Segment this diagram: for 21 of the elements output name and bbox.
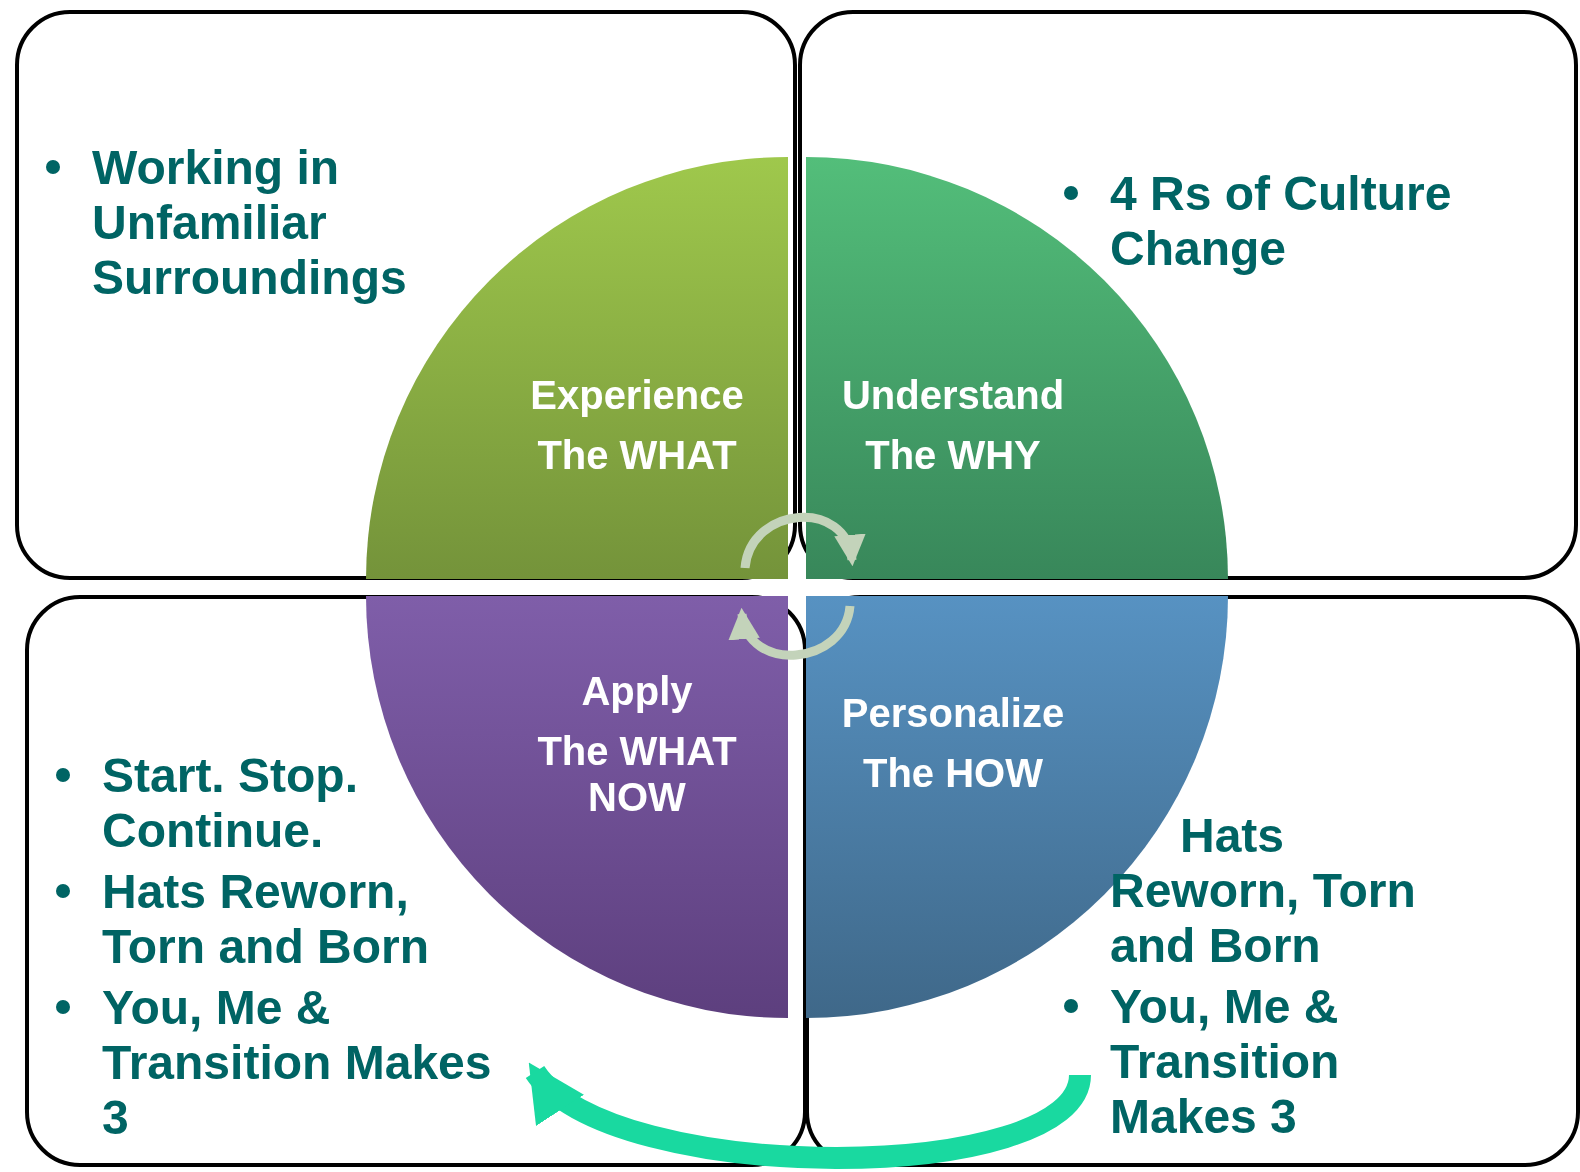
quadrant-label: Apply: [580, 668, 694, 714]
rounded-panel: [25, 595, 807, 1167]
bullet-text: Hats Reworn, Torn and Born: [1110, 808, 1417, 973]
curved-arrow: [740, 513, 863, 569]
quadrant-label: Experience: [529, 372, 745, 418]
curved-arrow: [526, 1063, 1091, 1169]
quadrant-label: The HOW: [862, 750, 1044, 796]
bullet-text: Working in Unfamiliar Surroundings: [92, 140, 408, 305]
bullet-text: 4 Rs of Culture Change: [1110, 166, 1453, 276]
quadrant-label: Personalize: [840, 690, 1066, 736]
bullet-text: You, Me & Transition Makes 3: [102, 980, 493, 1145]
rounded-panel: [15, 10, 797, 580]
bullet-text: Hats Reworn, Torn and Born: [102, 864, 431, 974]
rounded-panel: [805, 595, 1580, 1167]
bullet-text: You, Me & Transition Makes 3: [1110, 979, 1341, 1144]
rounded-panel: [798, 10, 1578, 580]
bullet-text: Start. Stop. Continue.: [102, 748, 359, 858]
quadrant-label: The WHY: [864, 432, 1042, 478]
quadrant-label: Understand: [840, 372, 1066, 418]
quadrant-label: The WHAT NOW: [536, 728, 738, 820]
quadrant-label: The WHAT: [536, 432, 738, 478]
